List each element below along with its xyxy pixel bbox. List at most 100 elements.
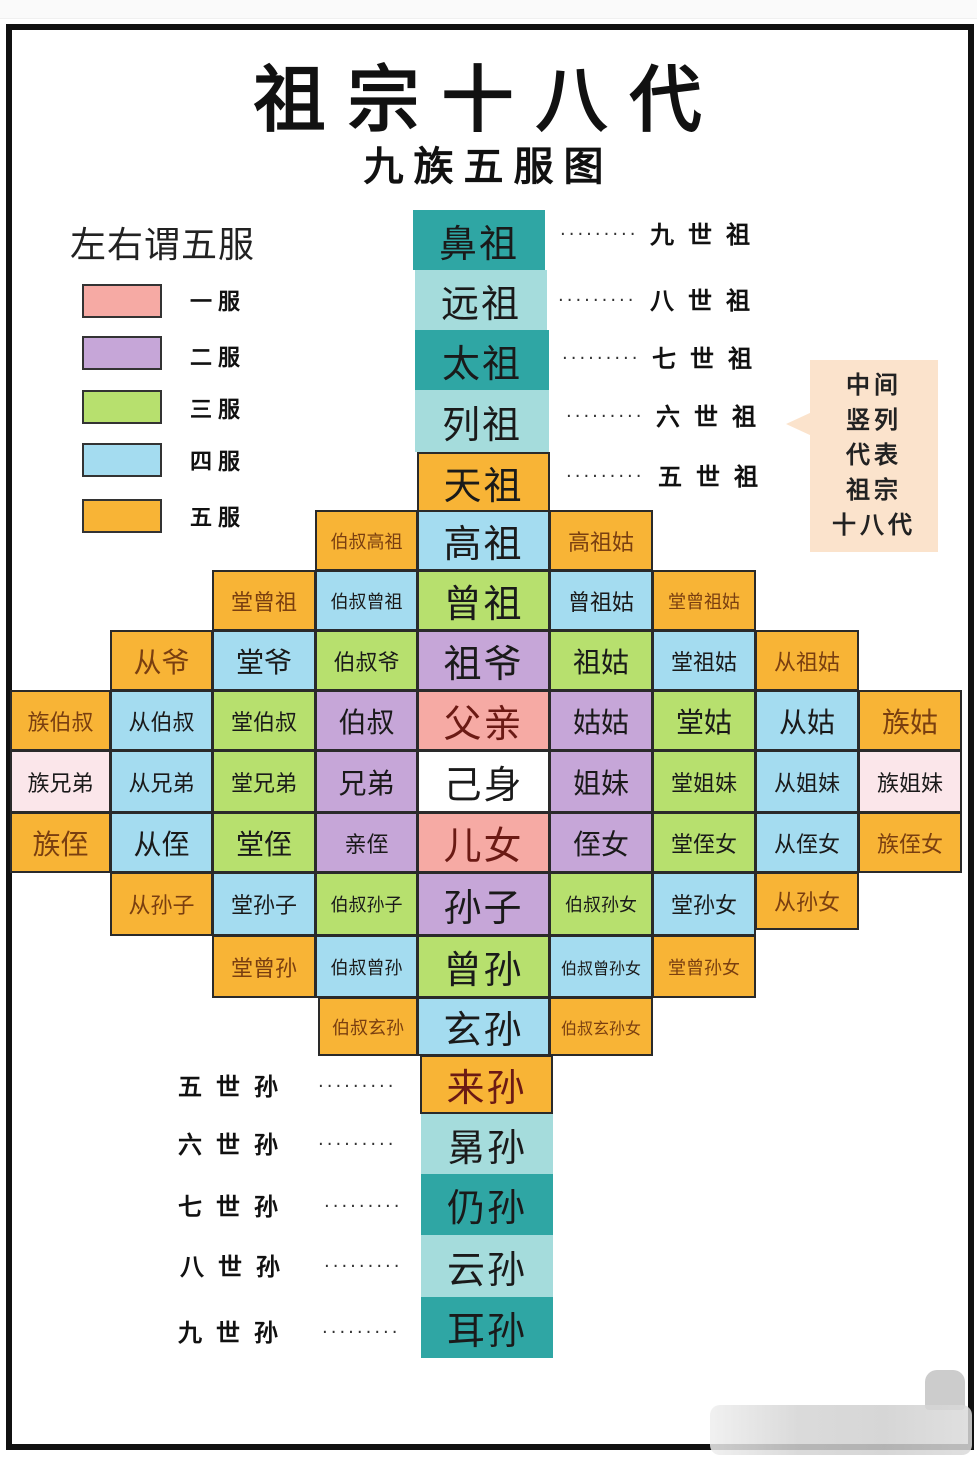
kin-cell: 堂侄女 [652, 812, 756, 873]
bubble-line: 十八代 [832, 511, 916, 539]
kin-cell: 伯叔 [315, 690, 418, 751]
top-strip [0, 0, 977, 19]
descendant-cell-laisun: 来孙 [420, 1055, 553, 1114]
kin-cell-center: 祖爷 [417, 630, 550, 691]
kin-cell: 堂曾孙 [212, 935, 316, 998]
descendant-cell-ersun: 耳孙 [421, 1297, 553, 1358]
kin-cell: 族姑 [858, 690, 962, 751]
kin-cell: 祖姑 [549, 630, 653, 691]
kin-cell-center: 父亲 [417, 690, 550, 751]
kin-cell: 伯叔孙女 [549, 872, 653, 936]
kin-cell: 从祖姑 [755, 630, 859, 691]
note-bubble [810, 360, 938, 552]
kin-cell: 从爷 [110, 630, 213, 691]
kin-cell: 堂姐妹 [652, 750, 756, 813]
dotted-leader: ········· [324, 1256, 403, 1277]
legend-label-3: 三服 [190, 398, 247, 423]
kin-cell: 族伯叔 [10, 690, 111, 751]
dotted-leader: ········· [318, 1076, 397, 1097]
gen-note-5-sun: 五世孙 [178, 1073, 292, 1101]
kin-cell: 兄弟 [315, 750, 418, 813]
descendant-cell-kunsun: 晜孙 [421, 1114, 553, 1174]
bubble-line: 竖列 [846, 406, 902, 434]
gen-note-6: 六世祖 [656, 403, 770, 431]
legend-label-1: 一服 [190, 290, 247, 315]
page-subtitle: 九族五服图 [363, 144, 614, 190]
bubble-line: 代表 [846, 441, 902, 469]
gen-note-5: 五世祖 [658, 463, 772, 491]
dotted-leader: ········· [322, 1322, 401, 1343]
gen-note-6-sun: 六世孙 [178, 1131, 292, 1159]
kin-cell: 堂曾孙女 [652, 935, 756, 998]
descendant-cell-rengsun: 仍孙 [421, 1174, 553, 1235]
dotted-leader: ········· [324, 1196, 403, 1217]
kin-cell: 曾祖姑 [549, 570, 653, 631]
kin-cell: 堂伯叔 [212, 690, 316, 751]
kin-cell-center: 曾孙 [417, 935, 550, 998]
watermark-blur [925, 1370, 965, 1410]
watermark-blur [710, 1405, 972, 1455]
kin-cell-center: 玄孙 [417, 997, 550, 1056]
kin-cell: 从姑 [755, 690, 859, 751]
dotted-leader: ········· [566, 466, 645, 487]
gen-note-9-sun: 九世孙 [178, 1319, 292, 1347]
kin-cell-center: 儿女 [417, 812, 550, 873]
kin-cell: 堂爷 [212, 630, 316, 691]
ancestor-cell-liezu: 列祖 [415, 390, 549, 452]
kin-cell: 族侄女 [858, 812, 962, 873]
legend-swatch-3 [82, 390, 162, 424]
gen-note-9: 九世祖 [650, 221, 764, 249]
bubble-line: 中间 [846, 371, 902, 399]
kin-cell: 从兄弟 [110, 750, 213, 813]
kin-cell: 族侄 [10, 812, 111, 873]
gen-note-7-sun: 七世孙 [178, 1193, 292, 1221]
page-title: 祖宗十八代 [253, 58, 724, 142]
legend-label-2: 二服 [190, 346, 247, 371]
kin-cell-center: 高祖 [417, 510, 550, 571]
kin-cell: 族兄弟 [10, 750, 111, 813]
legend-swatch-1 [82, 284, 162, 318]
kin-cell: 堂兄弟 [212, 750, 316, 813]
kin-cell: 伯叔曾孙女 [549, 935, 653, 998]
kin-cell: 族姐妹 [858, 750, 962, 813]
kin-cell: 从伯叔 [110, 690, 213, 751]
ancestor-cell-bizu: 鼻祖 [413, 210, 545, 270]
kin-cell: 堂曾祖 [212, 570, 316, 631]
descendant-cell-yunsun: 云孙 [421, 1235, 553, 1297]
kin-cell-self: 己身 [417, 750, 550, 813]
kin-cell: 亲侄 [315, 812, 418, 873]
legend-title: 左右谓五服 [70, 225, 256, 266]
gen-note-7: 七世祖 [652, 345, 766, 373]
legend-swatch-2 [82, 336, 162, 370]
legend-label-5: 五服 [190, 506, 247, 531]
dotted-leader: ········· [318, 1134, 397, 1155]
legend-swatch-5 [82, 499, 162, 533]
kin-cell: 伯叔高祖 [315, 510, 418, 571]
ancestor-cell-yuanzu: 远祖 [415, 270, 547, 330]
kin-cell: 伯叔孙子 [315, 872, 418, 936]
legend-label-4: 四服 [190, 450, 247, 475]
kin-cell: 伯叔爷 [315, 630, 418, 691]
legend-swatch-4 [82, 443, 162, 477]
kin-cell: 堂姑 [652, 690, 756, 751]
ancestor-cell-tianzu: 天祖 [417, 452, 550, 512]
kin-cell: 从侄女 [755, 812, 859, 873]
kin-cell: 从孙子 [110, 872, 213, 936]
kin-cell: 伯叔曾孙 [315, 935, 418, 998]
kin-cell: 堂祖姑 [652, 630, 756, 691]
gen-note-8-sun: 八世孙 [180, 1253, 294, 1281]
kin-cell: 伯叔玄孙女 [549, 997, 653, 1056]
kin-cell: 伯叔曾祖 [315, 570, 418, 631]
dotted-leader: ········· [562, 348, 641, 369]
kin-cell-center: 曾祖 [417, 570, 550, 631]
kin-cell: 姑姑 [549, 690, 653, 751]
kin-cell: 从姐妹 [755, 750, 859, 813]
kin-cell: 侄女 [549, 812, 653, 873]
kin-cell: 堂孙子 [212, 872, 316, 936]
kin-cell-center: 孙子 [417, 872, 550, 936]
bubble-line: 祖宗 [846, 476, 902, 504]
kin-cell: 堂侄 [212, 812, 316, 873]
gen-note-8: 八世祖 [650, 287, 764, 315]
kin-cell: 从侄 [110, 812, 213, 873]
note-bubble-text: 中间 竖列 代表 祖宗 十八代 [810, 368, 938, 543]
